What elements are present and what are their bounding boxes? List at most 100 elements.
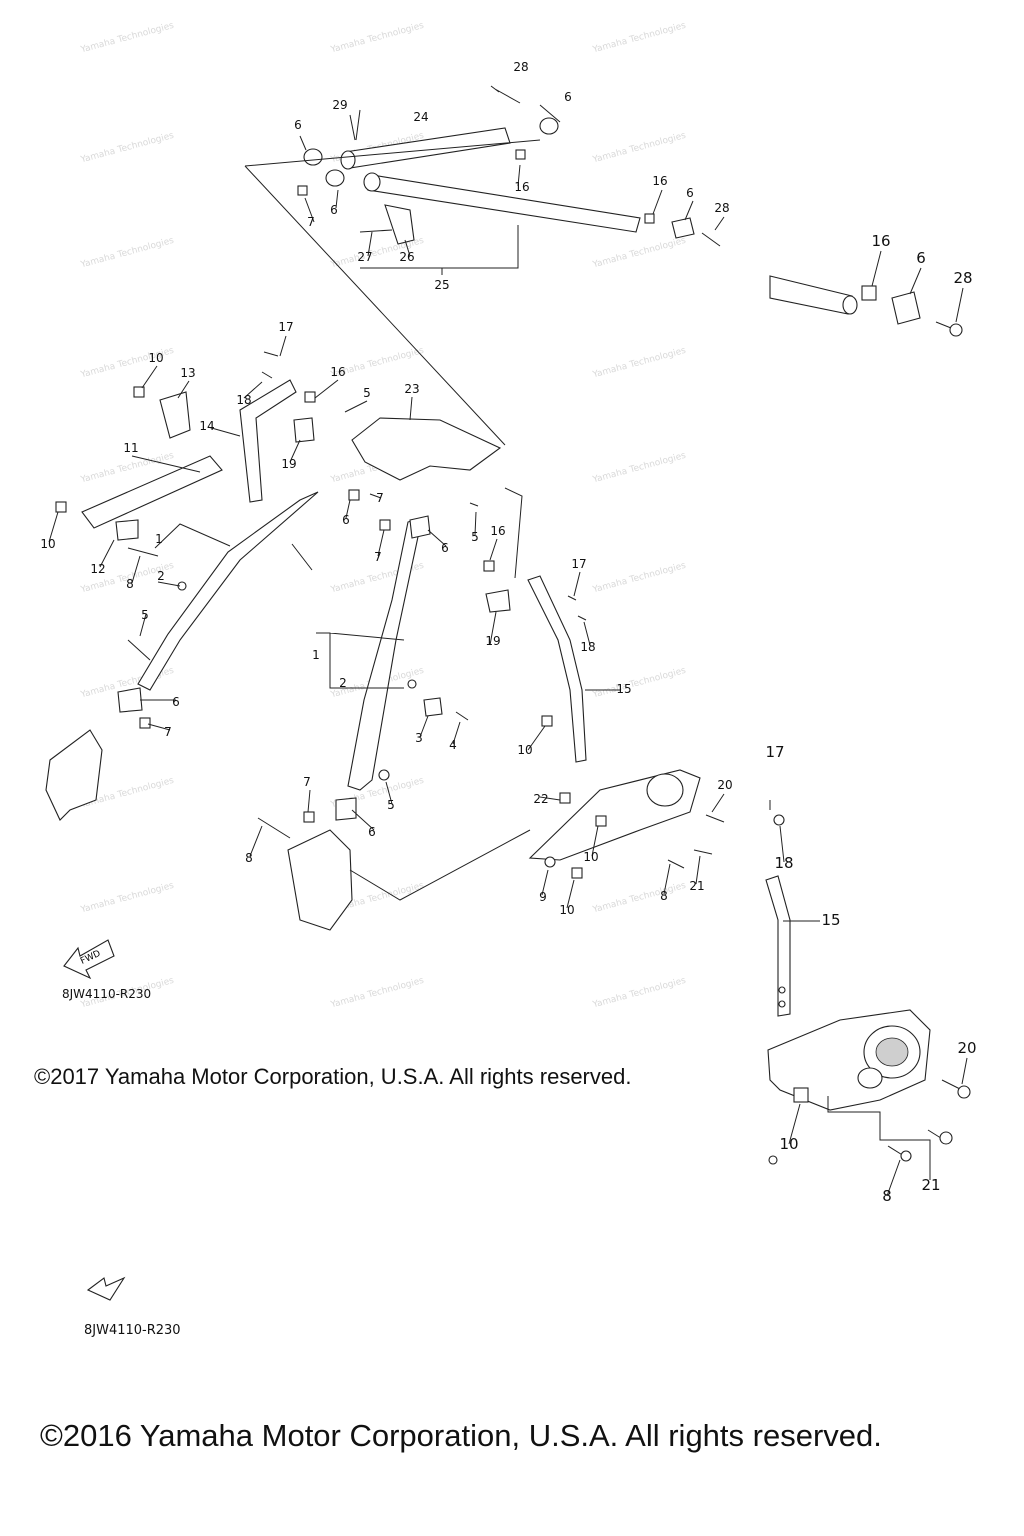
callout-c7e: 7	[303, 775, 311, 789]
callout-z15: 15	[821, 911, 840, 929]
callout-c5b: 5	[471, 530, 479, 544]
callout-c22: 22	[533, 792, 548, 806]
callout-c6e: 6	[342, 513, 350, 527]
watermark: Yamaha Technologies	[591, 131, 688, 166]
bracket-26	[384, 204, 415, 245]
clamp-3	[423, 697, 443, 717]
callout-z8: 8	[882, 1187, 892, 1205]
callout-c2b: 2	[339, 676, 347, 690]
watermark: Yamaha Technologies	[329, 21, 426, 56]
callout-c8c: 8	[660, 889, 668, 903]
roof-bar-24	[340, 127, 511, 170]
callout-z17: 17	[765, 743, 784, 761]
roof-bracket-23	[351, 417, 502, 481]
zoom-bar	[769, 275, 853, 315]
callout-z28: 28	[953, 269, 972, 287]
callout-c27: 27	[357, 250, 372, 264]
callout-c10b: 10	[40, 537, 55, 551]
bolt-28a	[490, 85, 521, 104]
callout-c12: 12	[90, 562, 105, 576]
callout-c10a: 10	[148, 351, 163, 365]
callout-c9: 9	[539, 890, 547, 904]
callout-c10c: 10	[517, 743, 532, 757]
callout-c15a: 15	[616, 682, 631, 696]
nut-16a	[515, 149, 526, 160]
callout-c6g: 6	[172, 695, 180, 709]
zoom-clamp-6	[891, 291, 921, 325]
callout-c5d: 5	[387, 798, 395, 812]
callout-c10d: 10	[583, 850, 598, 864]
callout-c8b: 8	[245, 851, 253, 865]
callout-c13: 13	[180, 366, 195, 380]
watermark: Yamaha Technologies	[591, 881, 688, 916]
center-pillar	[347, 517, 423, 791]
callout-c7d: 7	[164, 725, 172, 739]
callout-c2a: 2	[157, 569, 165, 583]
callout-c24: 24	[413, 110, 428, 124]
callout-c6b: 6	[294, 118, 302, 132]
diagram-code: 8JW4110-R230	[62, 987, 151, 1001]
callout-c25: 25	[434, 278, 449, 292]
callout-c16d: 16	[490, 524, 505, 538]
callout-c7c: 7	[374, 550, 382, 564]
callout-c7a: 7	[307, 215, 315, 229]
bolt-29	[355, 109, 361, 141]
callout-c18b: 18	[580, 640, 595, 654]
watermark: Yamaha Technologies	[329, 976, 426, 1011]
callout-c3: 3	[415, 731, 423, 745]
center-mount	[287, 829, 353, 931]
watermark: Yamaha Technologies	[79, 21, 176, 56]
zoom-pillar-15	[765, 875, 791, 1017]
copyright-2016: ©2016 Yamaha Motor Corporation, U.S.A. A…	[40, 1418, 882, 1453]
callout-c4: 4	[449, 738, 457, 752]
callout-c6h: 6	[368, 825, 376, 839]
diagram-code-large: 8JW4110-R230	[84, 1323, 181, 1338]
zoom-nut-16	[861, 285, 877, 301]
watermark: Yamaha Technologies	[79, 881, 176, 916]
watermark: Yamaha Technologies	[79, 131, 176, 166]
callout-c16a: 16	[514, 180, 529, 194]
callout-c6a: 6	[564, 90, 572, 104]
callout-c14: 14	[199, 419, 214, 433]
callout-c5c: 5	[141, 608, 149, 622]
pillar-15	[527, 575, 587, 763]
callout-z10: 10	[779, 1135, 798, 1153]
callout-c6c: 6	[686, 186, 694, 200]
left-mount	[45, 729, 103, 821]
nut-7a	[297, 185, 308, 196]
callout-c17b: 17	[571, 557, 586, 571]
clamp-6g	[335, 797, 357, 821]
watermark: Yamaha Technologies	[591, 976, 688, 1011]
main-exploded-view: FWD	[45, 85, 725, 980]
roof-bar-25	[363, 172, 641, 233]
zoom-detail-view	[86, 250, 971, 1301]
callout-z6: 6	[916, 249, 926, 267]
callout-c7b: 7	[376, 491, 384, 505]
fwd-arrow-icon: FWD	[63, 939, 115, 980]
watermark: Yamaha Technologies	[591, 451, 688, 486]
callout-c23: 23	[404, 382, 419, 396]
copyright-2017: ©2017 Yamaha Motor Corporation, U.S.A. A…	[34, 1064, 632, 1089]
clamp-12	[115, 519, 139, 541]
callout-c11: 11	[123, 441, 138, 455]
callout-z21: 21	[921, 1176, 940, 1194]
callout-z16: 16	[871, 232, 890, 250]
watermark: Yamaha Technologies	[591, 346, 688, 381]
callout-c20a: 20	[717, 778, 732, 792]
callout-c8a: 8	[126, 577, 134, 591]
callout-c19b: 19	[485, 634, 500, 648]
pillar-14	[239, 379, 297, 503]
nut-16b	[644, 213, 655, 224]
side-brace-11	[81, 455, 223, 529]
callout-c18a: 18	[236, 393, 251, 407]
callout-c28a: 28	[513, 60, 528, 74]
clamp-6e	[117, 687, 143, 713]
bolt-27	[359, 229, 393, 233]
callout-c29: 29	[332, 98, 347, 112]
front-pillar-left	[137, 491, 319, 691]
callout-c28b: 28	[714, 201, 729, 215]
cap-6a	[539, 117, 559, 135]
bolt-28b	[701, 232, 721, 247]
